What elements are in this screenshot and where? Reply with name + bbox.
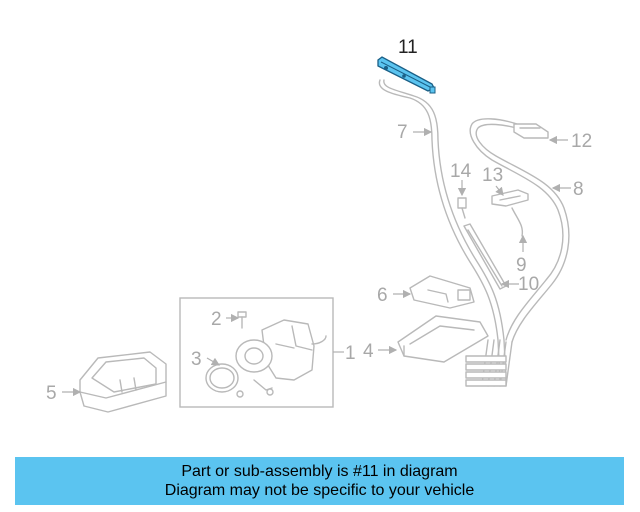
info-banner: Part or sub-assembly is #11 in diagram D… <box>15 457 624 505</box>
callout-11: 11 <box>398 37 418 58</box>
banner-line-2: Diagram may not be specific to your vehi… <box>164 482 475 499</box>
part-5-tray <box>79 351 167 413</box>
callout-14: 14 <box>450 161 472 182</box>
part-9-hose <box>511 207 524 237</box>
part-14-fitting <box>457 197 467 219</box>
callout-4: 4 <box>363 341 374 362</box>
callout-5: 5 <box>46 383 57 404</box>
callout-12: 12 <box>571 131 592 152</box>
part-2-bolt <box>237 311 247 329</box>
part-8-cable <box>469 118 570 343</box>
callout-3: 3 <box>191 349 202 370</box>
callout-1: 1 <box>345 343 356 364</box>
part-12-clip <box>513 123 549 139</box>
abs-modulator <box>235 319 327 381</box>
callout-8: 8 <box>573 179 584 200</box>
part-10-rail <box>463 223 507 290</box>
banner-line-1: Part or sub-assembly is #11 in diagram <box>181 463 458 480</box>
callout-6: 6 <box>377 285 388 306</box>
parts-diagram: 11 7 8 12 13 14 9 10 <box>46 37 592 413</box>
part-4-cover <box>397 315 489 363</box>
part-3-gasket <box>205 363 239 393</box>
part-1-assembly-box <box>179 297 334 408</box>
part-7-cable <box>378 79 507 381</box>
part-11-highlighted[interactable] <box>377 56 436 94</box>
callout-10: 10 <box>518 274 539 295</box>
callout-13: 13 <box>482 165 503 186</box>
callout-9: 9 <box>516 255 527 276</box>
cable-bundle-end <box>465 339 513 387</box>
part-13-bracket <box>491 189 529 207</box>
part-6-bracket <box>409 275 475 309</box>
callout-7: 7 <box>397 122 408 143</box>
callout-2: 2 <box>211 309 222 330</box>
